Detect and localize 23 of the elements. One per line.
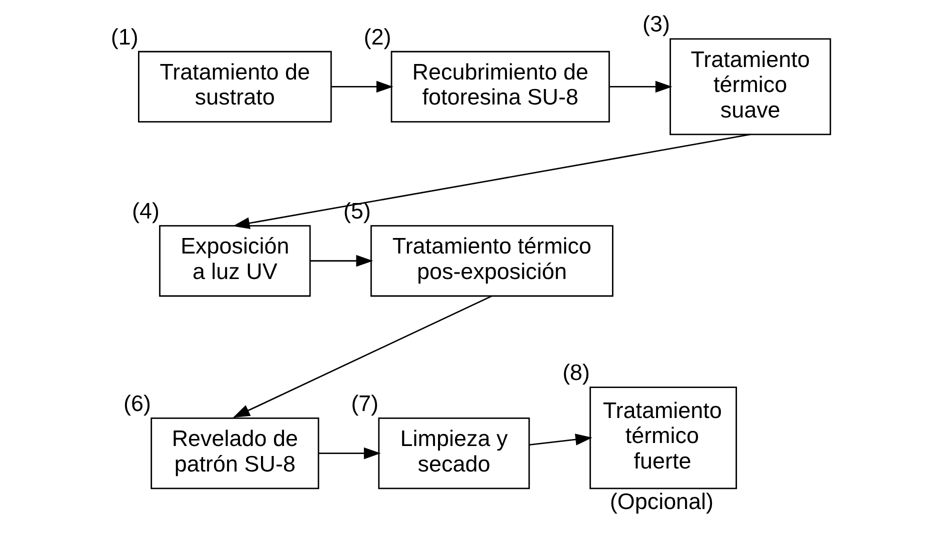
node-box: Limpieza y secado	[378, 417, 530, 490]
node-label: (3)	[642, 12, 670, 37]
arrow	[529, 434, 592, 446]
node-box: Tratamiento térmico suave	[670, 38, 832, 136]
node-box: Tratamiento de sustrato	[138, 50, 332, 123]
node-label: (4)	[132, 198, 160, 224]
node-label: (7)	[351, 390, 379, 416]
arrow	[318, 447, 381, 460]
node-label: (Opcional)	[610, 489, 714, 514]
arrow	[232, 134, 750, 230]
node-box: Tratamiento térmico pos-exposición	[370, 225, 614, 297]
node-label: (1)	[110, 24, 138, 50]
node-box: Tratamiento térmico fuerte	[590, 386, 737, 490]
node-label: (2)	[364, 24, 392, 50]
arrow	[310, 254, 374, 267]
arrow	[610, 80, 672, 93]
node-box: Exposición a luz UV	[159, 225, 311, 297]
node-box: Recubrimiento de fotoresina SU-8	[390, 50, 610, 123]
node-box: Revelado de patrón SU-8	[150, 417, 320, 490]
arrow	[332, 80, 394, 93]
arrow	[232, 295, 492, 418]
node-label: (6)	[124, 390, 152, 416]
node-label: (8)	[562, 360, 590, 385]
